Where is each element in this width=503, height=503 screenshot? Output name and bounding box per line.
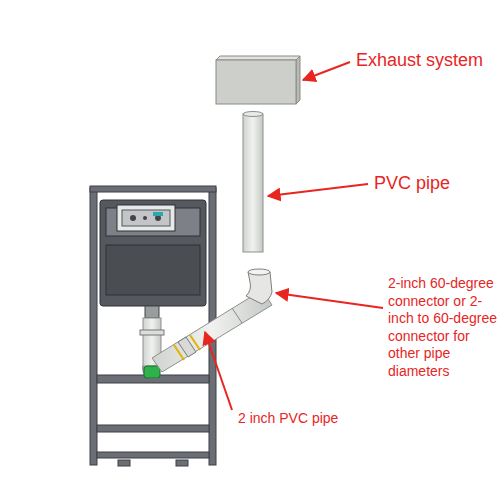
cistern [100,200,206,318]
callout-label: PVC pipe [374,172,494,195]
wall-frame [90,186,216,466]
sixty-degree-connector [246,269,272,304]
callout-label: Exhaust system [356,49,501,72]
callout-label: 2-inch 60-degree connector or 2-inch to … [388,275,500,380]
pvc-pipe [243,114,263,252]
leader-arrows [205,62,383,410]
callout-label: 2 inch PVC pipe [238,410,378,428]
two-inch-pvc-pipe [152,290,272,372]
exhaust-box [216,56,300,104]
